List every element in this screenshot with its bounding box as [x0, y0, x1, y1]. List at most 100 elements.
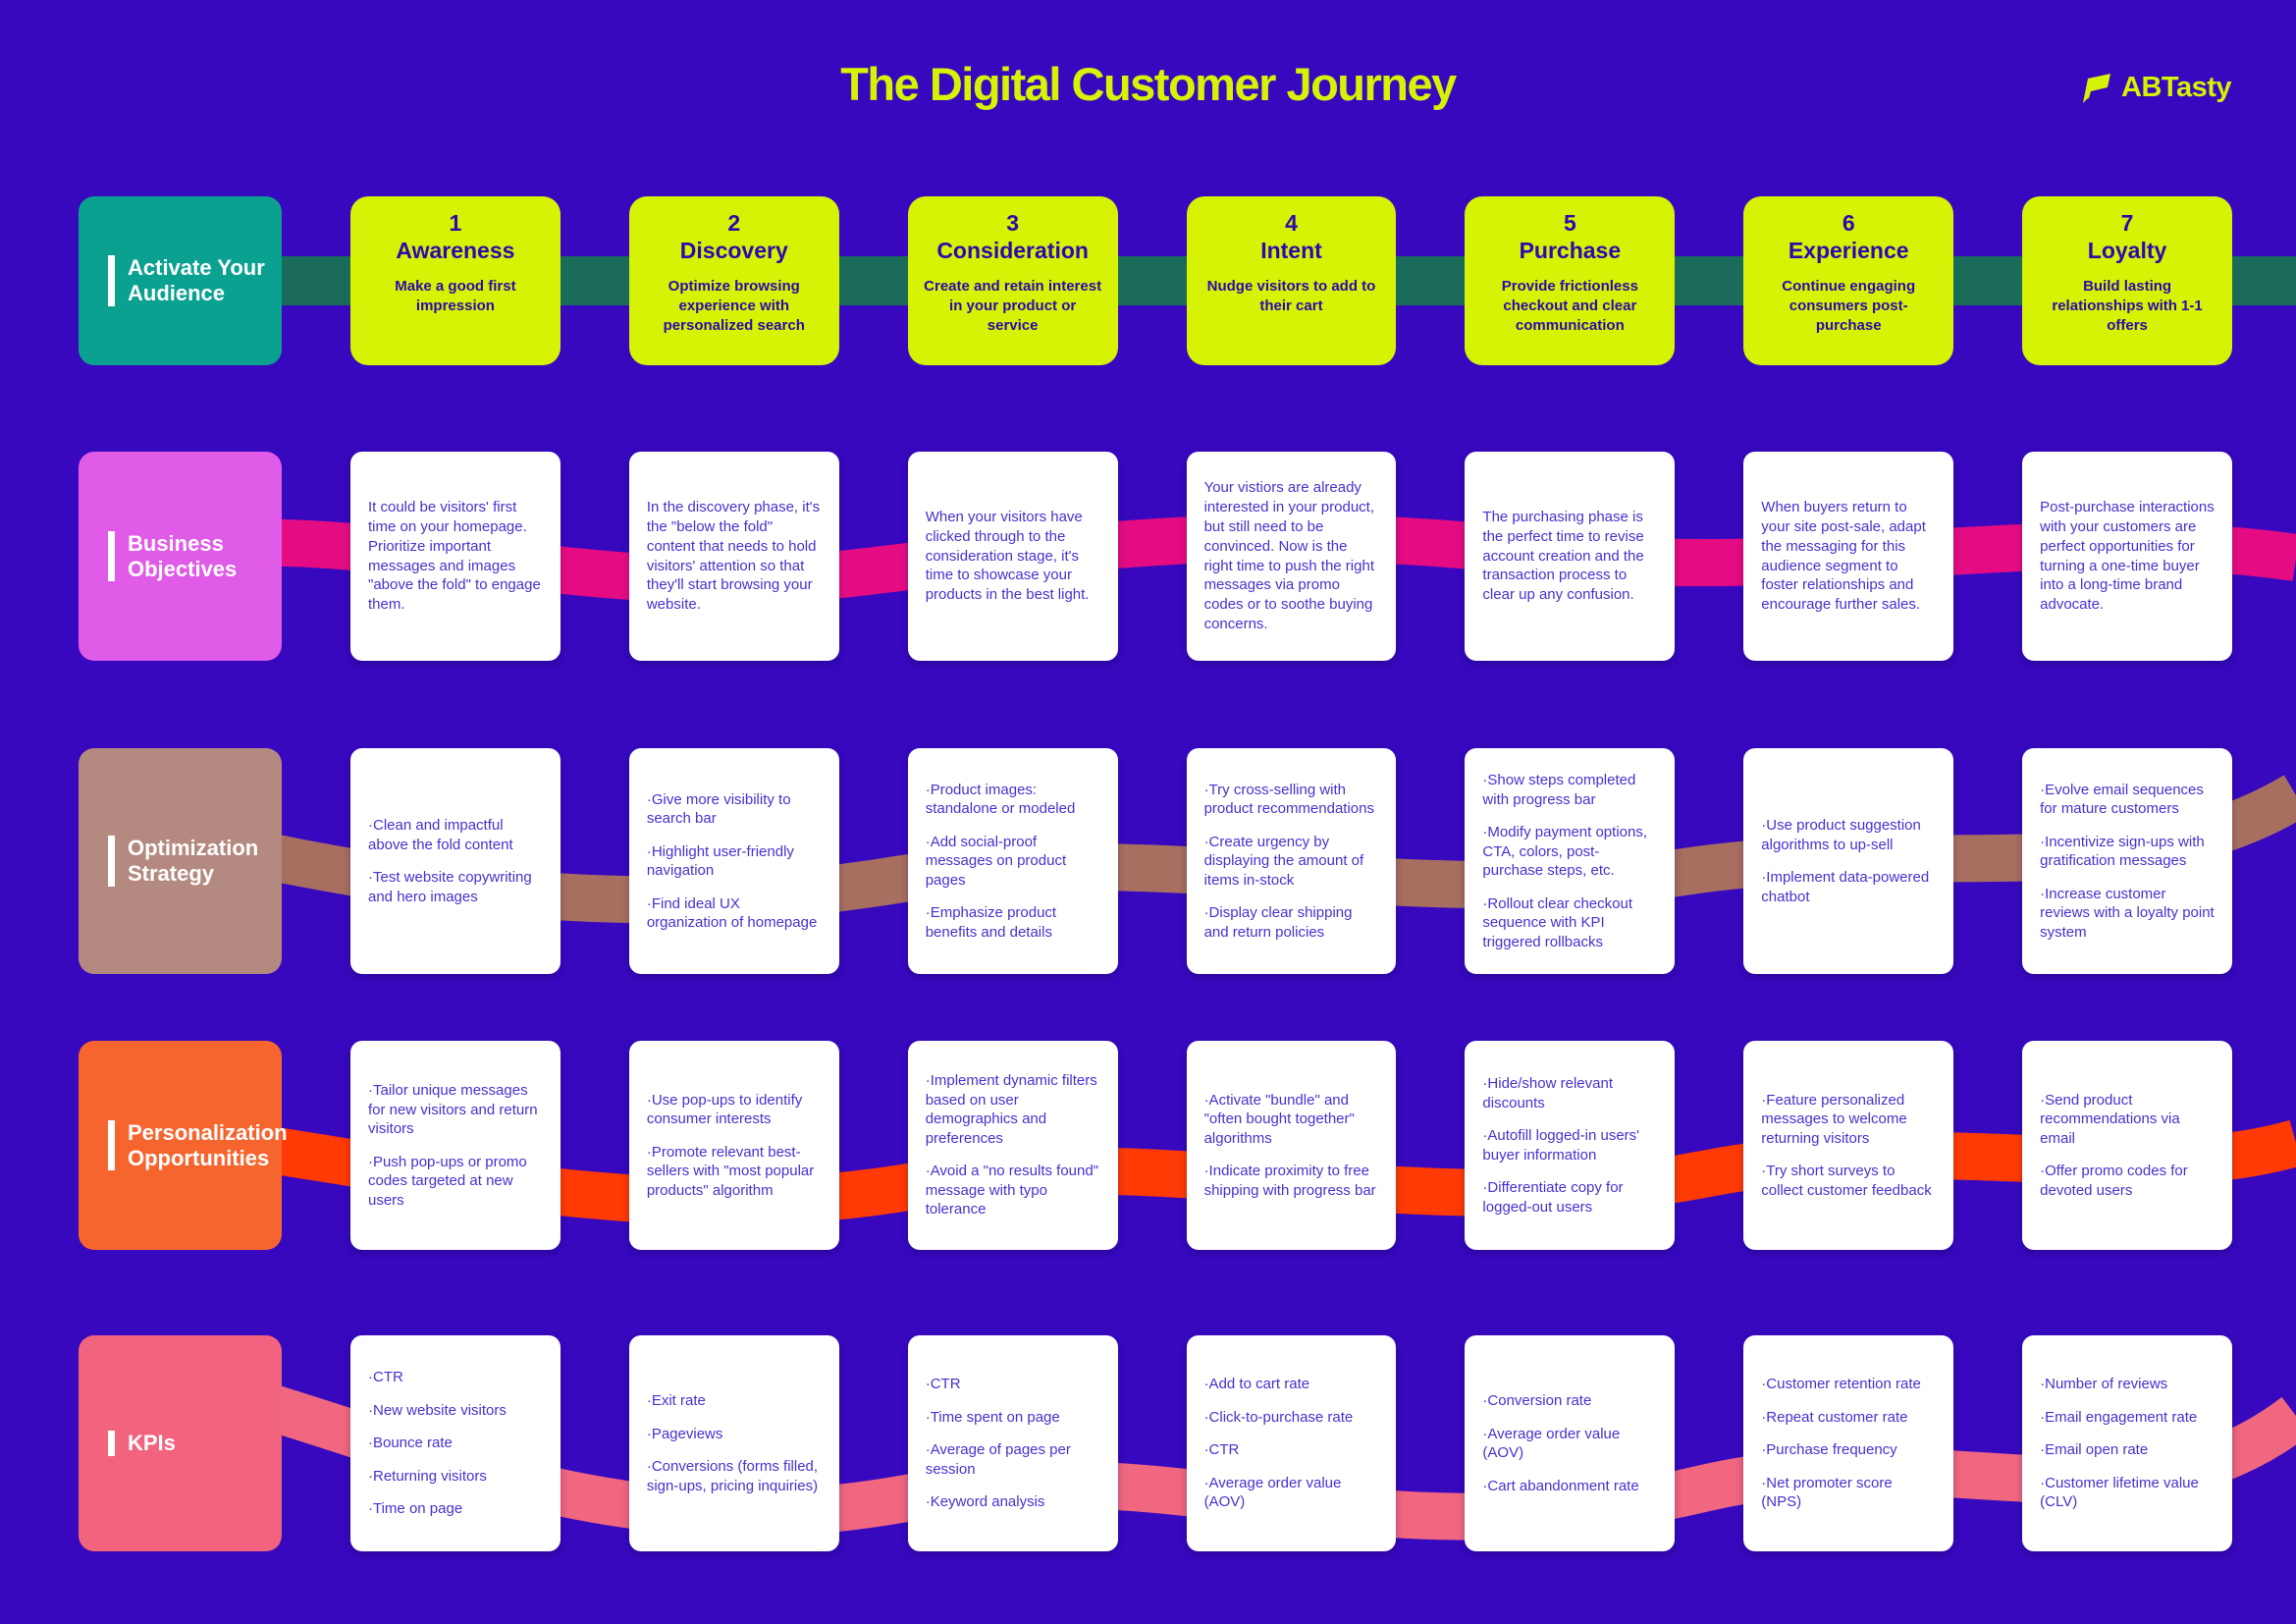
- bullet-item: ·Evolve email sequences for mature custo…: [2040, 781, 2204, 818]
- objective-text: The purchasing phase is the perfect time…: [1482, 509, 1644, 604]
- bullet-item: ·Cart abandonment rate: [1482, 1477, 1639, 1494]
- objective-card: Your vistiors are already interested in …: [1186, 452, 1397, 661]
- objective-text: When your visitors have clicked through …: [925, 509, 1090, 604]
- bullet-item: ·Net promoter score (NPS): [1761, 1474, 1893, 1511]
- bullet-item: ·Time on page: [368, 1500, 463, 1518]
- strategy-card: ·Show steps completed with progress bar ·…: [1465, 748, 1676, 974]
- bullet-item: ·Try short surveys to collect customer f…: [1761, 1163, 1932, 1199]
- stage-description: Create and retain interest in your produ…: [924, 278, 1102, 334]
- bullet-item: ·Add social-proof messages on product pa…: [925, 833, 1067, 889]
- objective-text: Your vistiors are already interested in …: [1203, 479, 1374, 632]
- row-business-objectives: Business Objectives It could be visitors…: [79, 452, 2296, 661]
- bullet-item: ·Average of pages per session: [925, 1441, 1071, 1478]
- strategy-card: ·Clean and impactful above the fold cont…: [350, 748, 561, 974]
- bullet-item: ·New website visitors: [368, 1401, 507, 1419]
- kpi-card: ·CTR ·Time spent on page ·Average of pages…: [907, 1335, 1118, 1551]
- bullet-item: ·Average order value (AOV): [1482, 1425, 1621, 1462]
- personalization-card: ·Tailor unique messages for new visitors…: [350, 1041, 561, 1250]
- label-activate-your-audience: Activate Your Audience: [79, 196, 282, 365]
- bullet-item: ·Autofill logged-in users' buyer informa…: [1482, 1127, 1640, 1164]
- objective-text: When buyers return to your site post-sal…: [1761, 499, 1926, 614]
- bullet-item: ·Clean and impactful above the fold cont…: [368, 817, 513, 853]
- objective-text: Post-purchase interactions with your cus…: [2040, 499, 2215, 614]
- label-kpis: KPIs: [79, 1335, 282, 1551]
- bullet-item: ·Rollout clear checkout sequence with KP…: [1482, 894, 1632, 950]
- strategy-card: ·Give more visibility to search bar·High…: [628, 748, 839, 974]
- bullet-item: ·Incentivize sign-ups with gratification…: [2040, 833, 2205, 870]
- objective-text: In the discovery phase, it's the "below …: [646, 499, 821, 614]
- header: The Digital Customer Journey ABTasty: [0, 0, 2296, 147]
- bullet-item: ·Create urgency by displaying the amount…: [1203, 833, 1364, 889]
- kpi-card: ·Conversion rate·Average order value (AO…: [1465, 1335, 1676, 1551]
- personalization-card: ·Implement dynamic filters based on user…: [907, 1041, 1118, 1250]
- row-optimization-strategy: Optimization Strategy ·Clean and impactf…: [79, 748, 2296, 974]
- bullet-item: ·Conversions (forms filled, sign-ups, pr…: [646, 1458, 819, 1494]
- personalization-card: ·Use pop-ups to identify consumer intere…: [628, 1041, 839, 1250]
- strategy-card: ·Product images: standalone or modeled·A…: [907, 748, 1118, 974]
- stage-description: Continue engaging consumers post-purchas…: [1782, 278, 1916, 334]
- bullet-item: ·CTR: [1203, 1441, 1240, 1459]
- bullet-item: ·Modify payment options, CTA, colors, po…: [1482, 824, 1647, 879]
- bullet-item: ·Exit rate: [646, 1392, 706, 1409]
- stage-name: Awareness: [396, 238, 515, 263]
- row-personalization-opportunities: Personalization Opportunities ·Tailor un…: [79, 1041, 2296, 1250]
- personalization-card: ·Activate "bundle" and "often bought tog…: [1186, 1041, 1397, 1250]
- bullet-item: ·Customer lifetime value (CLV): [2040, 1474, 2199, 1511]
- bullet-item: ·Customer retention rate: [1761, 1376, 1921, 1393]
- stage-description: Build lasting relationships with 1-1 off…: [2052, 278, 2203, 334]
- bullet-item: ·Show steps completed with progress bar: [1482, 772, 1636, 808]
- flag-icon: [2083, 74, 2110, 103]
- bullet-item: ·Implement dynamic filters based on user…: [925, 1072, 1097, 1147]
- stage-number: 1: [449, 210, 462, 236]
- stage-number: 6: [1842, 210, 1855, 236]
- stage-name: Purchase: [1519, 238, 1622, 263]
- objective-card: When buyers return to your site post-sal…: [1743, 452, 1954, 661]
- bullet-item: ·Use pop-ups to identify consumer intere…: [646, 1091, 803, 1128]
- bullet-item: ·Activate "bundle" and "often bought tog…: [1203, 1091, 1355, 1147]
- objective-card: In the discovery phase, it's the "below …: [628, 452, 839, 661]
- bullet-item: ·Emphasize product benefits and details: [925, 904, 1057, 941]
- stage-number: 3: [1006, 210, 1020, 236]
- bullet-item: ·Number of reviews: [2040, 1376, 2168, 1393]
- stage-description: Make a good first impression: [395, 278, 516, 314]
- objective-card: The purchasing phase is the perfect time…: [1465, 452, 1676, 661]
- objective-text: It could be visitors' first time on your…: [368, 499, 541, 614]
- bullet-item: ·Tailor unique messages for new visitors…: [368, 1082, 538, 1137]
- personalization-card: ·Send product recommendations via email·…: [2022, 1041, 2232, 1250]
- label-optimization-strategy: Optimization Strategy: [79, 748, 282, 974]
- bullet-item: ·Hide/show relevant discounts: [1482, 1075, 1613, 1111]
- bullet-item: ·Increase customer reviews with a loyalt…: [2040, 885, 2215, 941]
- stage-name: Discovery: [679, 238, 788, 263]
- stage-number: 7: [2120, 210, 2134, 236]
- bullet-item: ·Differentiate copy for logged-out users: [1482, 1179, 1624, 1216]
- bullet-item: ·Push pop-ups or promo codes targeted at…: [368, 1153, 527, 1209]
- bullet-item: ·Give more visibility to search bar: [646, 790, 791, 828]
- bullet-item: ·Find ideal UX organization of homepage: [646, 894, 818, 932]
- bullet-item: ·Returning visitors: [368, 1467, 487, 1485]
- abtasty-logo: ABTasty: [2077, 71, 2232, 104]
- bullet-item: ·Try cross-selling with product recommen…: [1203, 781, 1374, 818]
- bullet-item: ·Avoid a "no results found" message with…: [925, 1163, 1099, 1218]
- bullet-item: ·Add to cart rate: [1203, 1376, 1310, 1393]
- bullet-item: ·Repeat customer rate: [1761, 1408, 1908, 1426]
- kpi-card: ·Customer retention rate ·Repeat customer…: [1743, 1335, 1954, 1551]
- stage-name: Consideration: [936, 238, 1089, 263]
- bullet-item: ·Time spent on page: [925, 1408, 1060, 1426]
- page-title: The Digital Customer Journey: [840, 58, 1457, 110]
- objective-card: It could be visitors' first time on your…: [350, 452, 561, 661]
- bullet-item: ·CTR: [925, 1376, 961, 1393]
- strategy-card: ·Try cross-selling with product recommen…: [1186, 748, 1397, 974]
- bullet-item: ·Purchase frequency: [1761, 1441, 1897, 1459]
- objective-card: Post-purchase interactions with your cus…: [2022, 452, 2232, 661]
- bullet-item: ·Offer promo codes for devoted users: [2040, 1163, 2188, 1199]
- bullet-item: ·Use product suggestion algorithms to up…: [1761, 817, 1921, 853]
- bullet-item: ·Feature personalized messages to welcom…: [1761, 1091, 1907, 1147]
- label-business-objectives: Business Objectives: [79, 452, 282, 661]
- personalization-card: ·Hide/show relevant discounts ·Autofill l…: [1465, 1041, 1676, 1250]
- bullet-item: ·Indicate proximity to free shipping wit…: [1203, 1163, 1376, 1199]
